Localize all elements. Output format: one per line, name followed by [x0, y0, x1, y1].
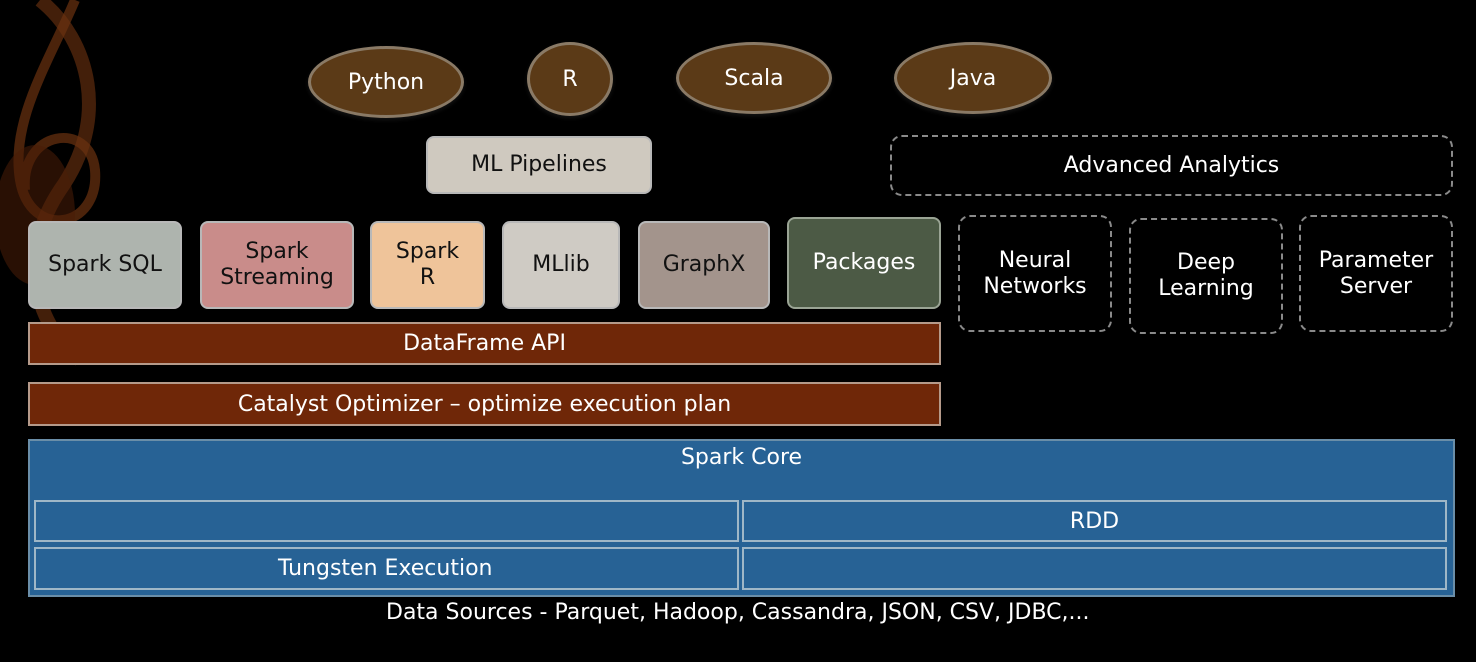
mllib-label: MLlib — [532, 252, 590, 277]
dataframe-api-bar: DataFrame API — [28, 322, 941, 365]
spark-sql-label: Spark SQL — [48, 252, 162, 277]
tungsten-execution-cell: Tungsten Execution — [34, 547, 739, 590]
advanced-analytics-label: Advanced Analytics — [1063, 152, 1280, 178]
ml-pipelines-label: ML Pipelines — [471, 152, 607, 177]
rdd-label: RDD — [1069, 508, 1120, 534]
language-label: Java — [949, 65, 997, 91]
core-cell-empty-bottom-right — [742, 547, 1447, 590]
tungsten-execution-label: Tungsten Execution — [278, 556, 493, 581]
catalyst-optimizer-label: Catalyst Optimizer – optimize execution … — [237, 391, 732, 417]
spark-r-label-line2: R — [419, 265, 436, 290]
language-label: R — [562, 66, 578, 92]
neural-networks-label-line2: Networks — [983, 273, 1087, 299]
spark-sql-box: Spark SQL — [28, 221, 182, 309]
spark-core-title: Spark Core — [28, 440, 1455, 474]
rdd-cell: RDD — [742, 500, 1447, 542]
graphx-label: GraphX — [662, 252, 746, 277]
deep-learning-label-line1: Deep — [1177, 250, 1235, 275]
parameter-server-box: Parameter Server — [1299, 215, 1453, 332]
language-java: Java — [894, 42, 1052, 114]
parameter-server-label-line2: Server — [1339, 273, 1413, 299]
spark-streaming-box: Spark Streaming — [200, 221, 354, 309]
spark-r-box: Spark R — [370, 221, 485, 309]
mllib-box: MLlib — [502, 221, 620, 309]
spark-r-label-line1: Spark — [395, 239, 460, 264]
deep-learning-label-line2: Learning — [1158, 276, 1254, 301]
parameter-server-label-line1: Parameter — [1318, 247, 1434, 273]
language-label: Scala — [724, 65, 784, 91]
graphx-box: GraphX — [638, 221, 770, 309]
ml-pipelines-box: ML Pipelines — [426, 136, 652, 194]
catalyst-optimizer-bar: Catalyst Optimizer – optimize execution … — [28, 382, 941, 426]
language-python: Python — [308, 46, 464, 118]
neural-networks-box: Neural Networks — [958, 215, 1112, 332]
language-label: Python — [347, 69, 425, 95]
packages-label: Packages — [812, 250, 916, 275]
advanced-analytics-box: Advanced Analytics — [890, 135, 1453, 196]
spark-streaming-label-line1: Spark — [245, 239, 309, 264]
packages-box: Packages — [787, 217, 941, 309]
data-sources-label: Data Sources - Parquet, Hadoop, Cassandr… — [386, 600, 1090, 625]
core-cell-empty-top-left — [34, 500, 739, 542]
spark-streaming-label-line2: Streaming — [220, 265, 334, 290]
deep-learning-box: Deep Learning — [1129, 218, 1283, 334]
language-r: R — [527, 42, 613, 116]
data-sources-text: Data Sources - Parquet, Hadoop, Cassandr… — [386, 598, 1286, 630]
spark-core-label: Spark Core — [680, 444, 803, 470]
neural-networks-label-line1: Neural — [998, 247, 1072, 273]
language-scala: Scala — [676, 42, 832, 114]
dataframe-api-label: DataFrame API — [403, 331, 566, 356]
